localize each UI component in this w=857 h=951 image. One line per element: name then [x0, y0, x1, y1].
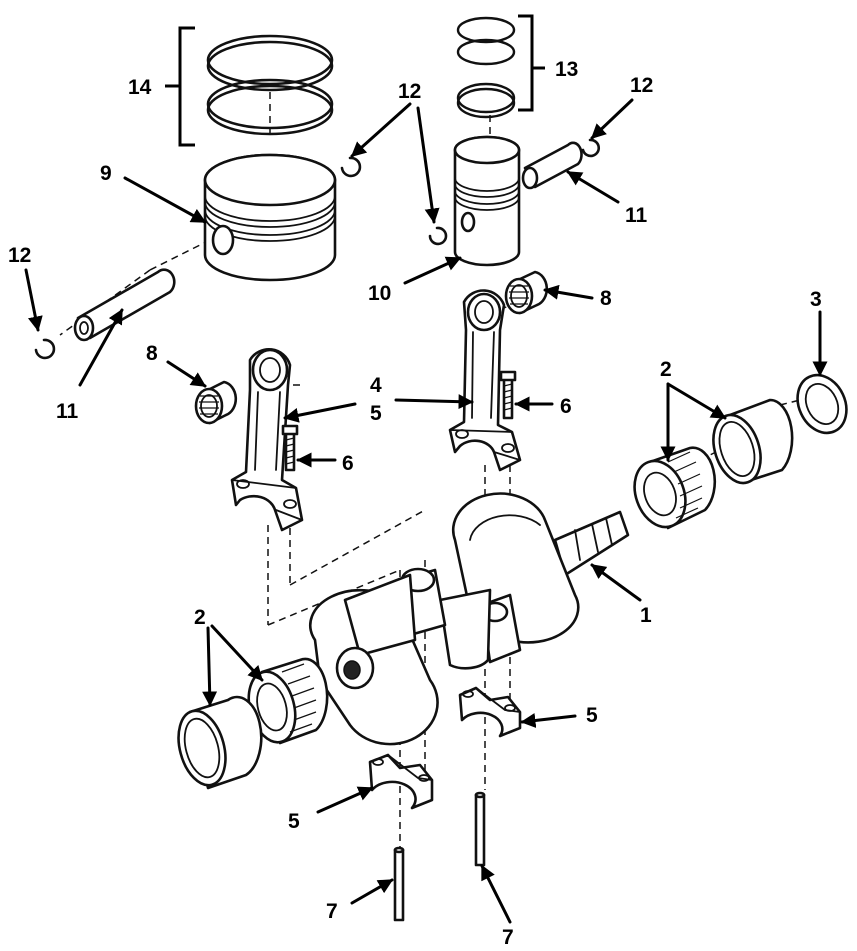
callout-11-left: 11 [56, 400, 79, 423]
wrist-pin-left [73, 268, 176, 342]
callout-2-right: 2 [660, 358, 672, 381]
bearing-cup-left [177, 695, 263, 790]
piston-rings-right [456, 16, 516, 119]
callout-7-left: 7 [326, 900, 338, 923]
stud-left [393, 846, 405, 922]
callout-6-left: 6 [342, 452, 354, 475]
callout-6-right: 6 [560, 395, 572, 418]
connecting-rod-right [448, 289, 522, 472]
needle-bearing-left [194, 380, 238, 425]
callout-12-top: 12 [398, 80, 421, 103]
wrist-pin-right [521, 141, 583, 190]
callout-11-right: 11 [625, 204, 648, 227]
bearing-cup-right [712, 398, 794, 485]
rod-bolt-right [499, 370, 517, 420]
callout-12-left: 12 [8, 244, 31, 267]
callout-14: 14 [128, 76, 152, 99]
callout-12-right: 12 [630, 74, 653, 97]
snap-ring-left [34, 338, 56, 360]
bracket-13 [518, 14, 545, 112]
callout-8-left: 8 [146, 342, 158, 365]
piston-left [203, 153, 337, 282]
callout-9: 9 [100, 162, 112, 185]
snap-ring-right-pin [581, 138, 601, 158]
callout-5-right: 5 [586, 704, 598, 727]
callout-4: 4 [370, 374, 382, 397]
leader-arrows [24, 98, 828, 924]
piston-right [453, 135, 521, 267]
needle-bearing-right [504, 270, 549, 315]
bracket-14 [165, 26, 195, 147]
connecting-rod-left [230, 347, 304, 532]
rod-bolt-left [281, 424, 299, 472]
callout-13: 13 [555, 58, 578, 81]
crankshaft [309, 492, 630, 746]
callout-5-upper: 5 [370, 402, 382, 425]
callout-2-left: 2 [194, 606, 206, 629]
stud-right [474, 791, 486, 867]
snap-ring-right-piston [428, 226, 448, 246]
bearing-cone-right [633, 446, 717, 530]
rod-cap-center [458, 686, 522, 738]
callout-1: 1 [640, 604, 652, 627]
callout-8-right: 8 [600, 287, 612, 310]
callout-labels: 14 9 12 11 12 13 12 11 10 8 3 8 2 4 5 6 … [8, 58, 822, 949]
callout-7-right: 7 [502, 926, 514, 949]
snap-ring-left-piston [340, 156, 362, 178]
callout-3: 3 [810, 288, 822, 311]
callout-10: 10 [368, 282, 391, 305]
rod-cap-lower [368, 753, 434, 810]
piston-rings-left [206, 34, 334, 136]
oil-seal [796, 373, 848, 435]
callout-5-lower: 5 [288, 810, 300, 833]
